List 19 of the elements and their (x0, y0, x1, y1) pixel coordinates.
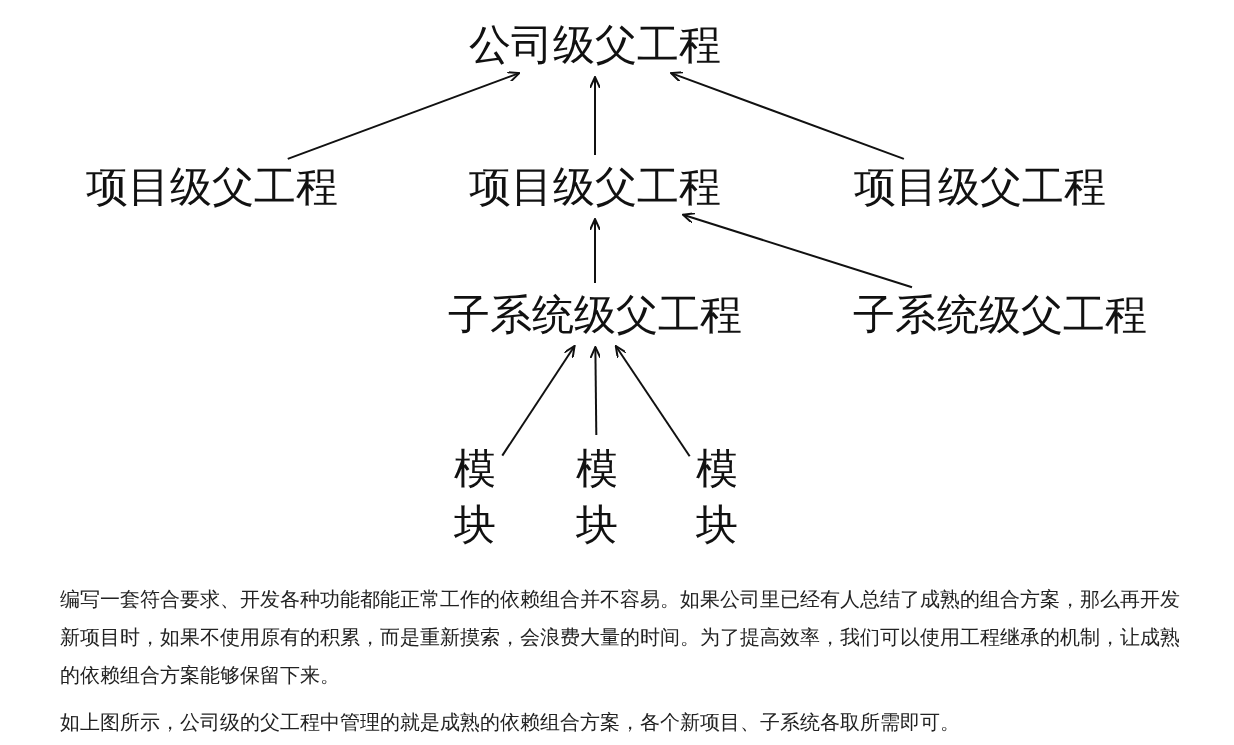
node-label: 项目级父工程 (77, 161, 347, 213)
node-label: 模块 (573, 441, 621, 553)
arrow (614, 345, 691, 458)
paragraph: 编写一套符合要求、开发各种功能都能正常工作的依赖组合并不容易。如果公司里已经有人总结了成熟的组合方案，那么再开发新项目时，如果不使用原有的积累，而是重新摸索，会浪费大量的时间。为了提高效率，我们可以使用工程继承的机制，让成熟的依赖组合方案能够保留下来。 (60, 586, 1181, 689)
arrow (670, 71, 905, 160)
arrow (682, 212, 913, 289)
arrow (589, 346, 602, 436)
node-label: 模块 (451, 441, 499, 553)
arrow (501, 345, 576, 457)
node-label: 子系统级父工程 (844, 289, 1156, 341)
arrow (286, 71, 521, 160)
arrow (589, 76, 601, 156)
node-label: 项目级父工程 (845, 161, 1115, 213)
node-label: 公司级父工程 (460, 19, 730, 71)
paragraph: 如上图所示，公司级的父工程中管理的就是成熟的依赖组合方案，各个新项目、子系统各取所需即可。 (60, 709, 961, 736)
node-label: 模块 (693, 441, 741, 553)
arrow (589, 218, 601, 284)
node-label: 项目级父工程 (460, 161, 730, 213)
node-label: 子系统级父工程 (439, 289, 751, 341)
